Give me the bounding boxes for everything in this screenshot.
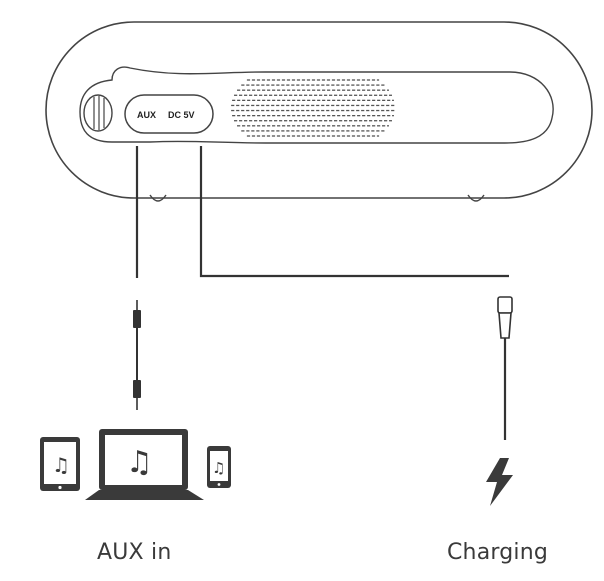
music-note-laptop-icon: ♫	[85, 429, 204, 500]
svg-text:♫: ♫	[126, 445, 153, 480]
charging-caption: Charging	[447, 540, 549, 565]
dc-cable-line	[199, 146, 509, 278]
aux-in-caption: AUX in	[97, 540, 172, 565]
svg-text:♫: ♫	[212, 459, 225, 477]
lightning-bolt-icon	[486, 458, 513, 506]
volume-knob[interactable]	[83, 94, 113, 132]
speaker-grille	[231, 79, 395, 137]
aux-port-label: AUX	[137, 110, 156, 120]
speaker: AUX DC 5V	[45, 21, 593, 202]
aux-cable-icon	[133, 300, 141, 410]
speaker-foot-right	[467, 194, 485, 202]
svg-text:♫: ♫	[52, 453, 70, 477]
port-panel	[124, 94, 214, 134]
dc-port-label: DC 5V	[168, 110, 195, 120]
speaker-foot-left	[149, 194, 167, 202]
usb-cable-icon	[497, 296, 513, 440]
music-note-phone-icon: ♫	[207, 446, 231, 488]
music-note-tablet-icon: ♫	[40, 437, 80, 491]
